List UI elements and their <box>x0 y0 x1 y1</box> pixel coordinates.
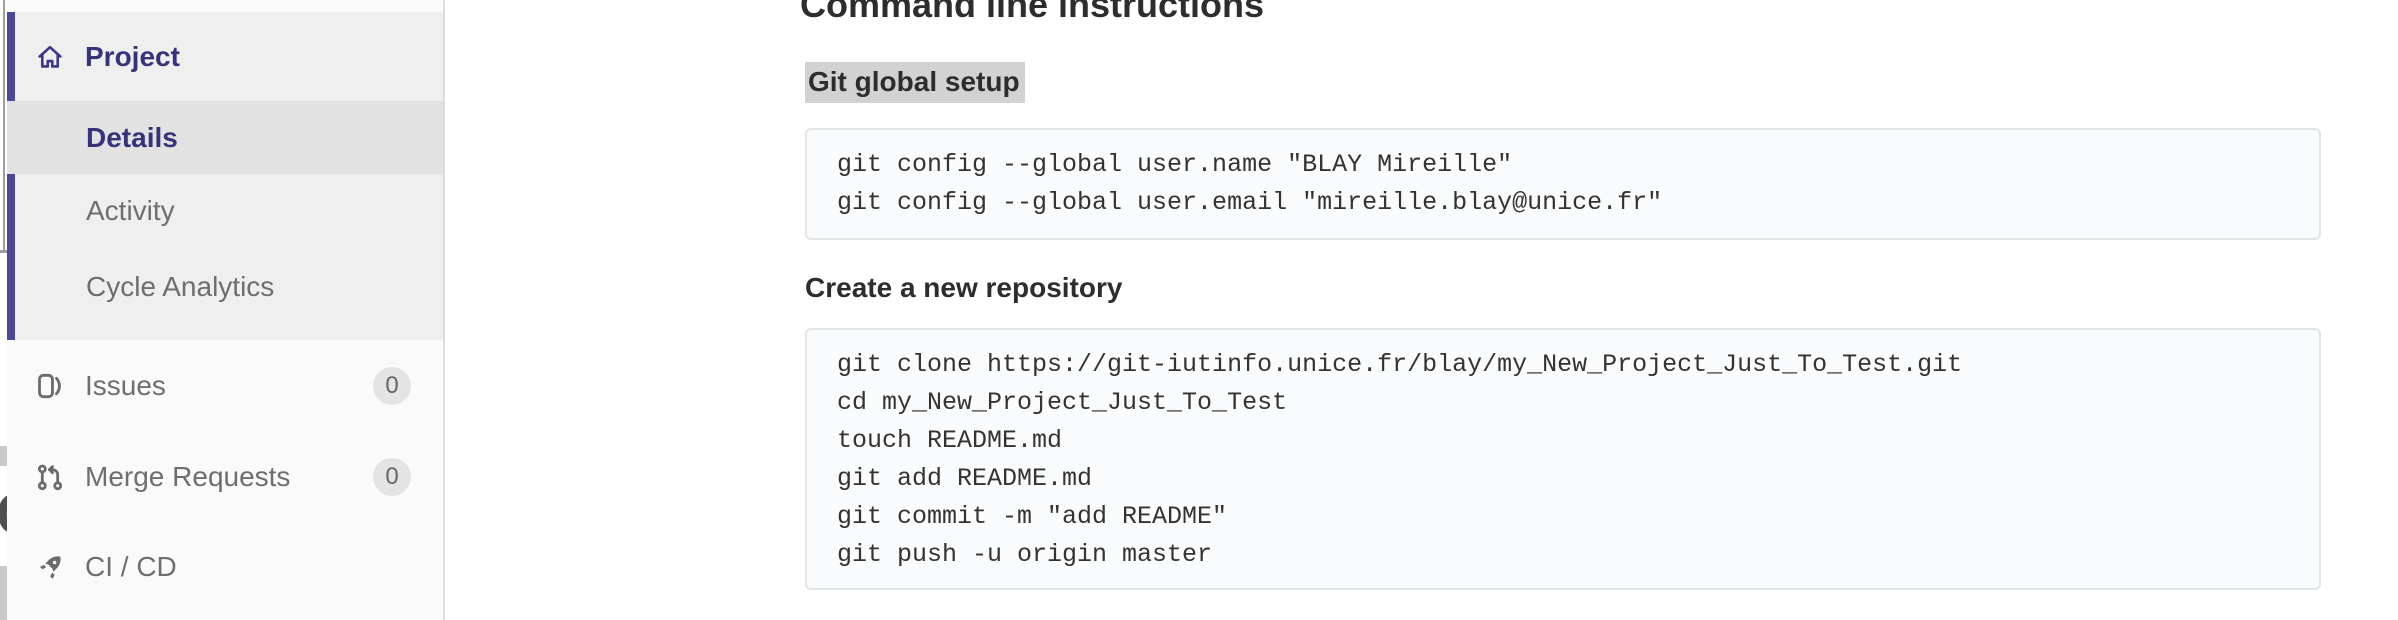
issues-count-badge: 0 <box>373 367 411 405</box>
sidebar-item-project[interactable]: Project <box>7 12 443 101</box>
sidebar-section-project: Project Details Activity Cycle Analytics <box>7 12 443 340</box>
home-icon <box>38 45 62 68</box>
selected-text-highlight: Git global setup <box>805 62 1025 103</box>
edge-horizontal-tick <box>0 250 7 253</box>
sidebar-item-details[interactable]: Details <box>7 101 443 174</box>
sidebar-item-ci-cd[interactable]: CI / CD <box>7 541 443 593</box>
edge-vertical-line <box>3 0 5 253</box>
sidebar-item-label: Project <box>85 40 180 72</box>
section-heading-create-new-repository: Create a new repository <box>805 272 1123 303</box>
sidebar-item-label: Issues <box>85 370 166 401</box>
page-edge-artifacts: C <box>0 0 7 620</box>
issues-icon <box>38 373 61 399</box>
page-title: Command line instructions <box>800 0 1265 25</box>
sidebar-item-label: Activity <box>86 194 175 226</box>
section-heading-git-global-setup: Git global setup <box>805 62 1025 103</box>
sidebar-item-cycle-analytics[interactable]: Cycle Analytics <box>7 247 443 327</box>
sidebar-item-activity[interactable]: Activity <box>7 174 443 247</box>
edge-fragment <box>0 446 7 466</box>
sidebar-item-label: Details <box>86 121 178 153</box>
main-content: Command line instructions Git global set… <box>447 0 2398 620</box>
sidebar: Project Details Activity Cycle Analytics… <box>7 0 445 620</box>
merge-requests-count-badge: 0 <box>373 458 411 496</box>
merge-request-icon <box>37 464 63 491</box>
sidebar-item-merge-requests[interactable]: Merge Requests 0 <box>7 451 443 503</box>
code-block-git-global-setup: git config --global user.name "BLAY Mire… <box>805 128 2321 240</box>
sidebar-item-label: CI / CD <box>85 551 177 582</box>
active-section-indicator <box>7 12 15 340</box>
edge-fragment <box>0 566 7 620</box>
rocket-icon <box>39 556 61 579</box>
sidebar-item-label: Merge Requests <box>85 461 291 492</box>
sidebar-top-strip <box>7 0 443 12</box>
sidebar-item-issues[interactable]: Issues 0 <box>7 360 443 412</box>
clipped-letter-fragment: C <box>0 486 7 544</box>
sidebar-item-label: Cycle Analytics <box>86 271 275 302</box>
code-block-create-new-repository: git clone https://git-iutinfo.unice.fr/b… <box>805 328 2321 590</box>
